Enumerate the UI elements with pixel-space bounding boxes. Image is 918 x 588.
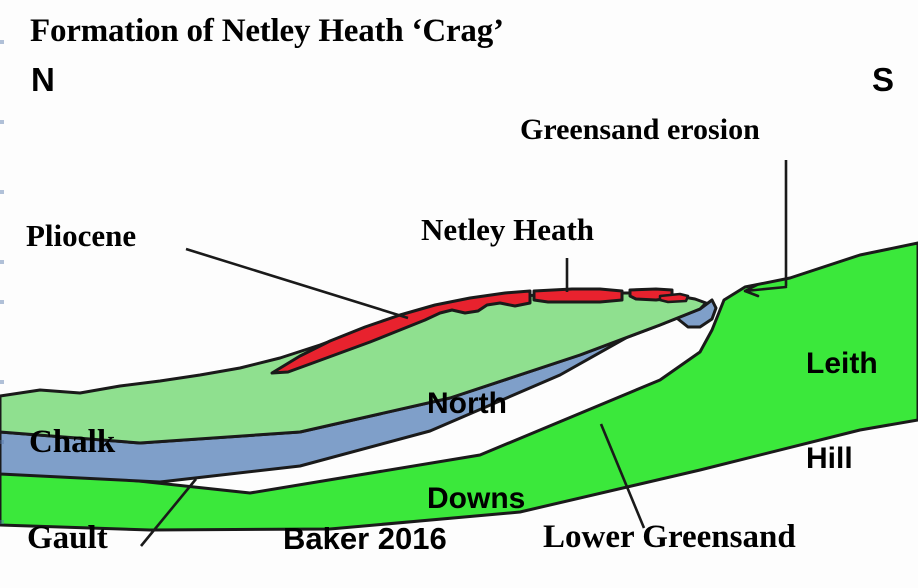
compass-south-label: S: [872, 61, 895, 98]
leader-line-gault: [139, 478, 198, 547]
label-leith-hill: Leith Hill: [806, 285, 878, 537]
label-gault: Gault: [27, 520, 108, 556]
leader-line-pliocene: [185, 247, 409, 320]
layer-pliocene-main: [270, 289, 532, 375]
label-greensand-erosion: Greensand erosion: [520, 113, 760, 146]
label-leith-hill-line2: Hill: [806, 441, 853, 475]
layer-pliocene-patch-3: [658, 292, 690, 304]
credit-label: Baker 2016: [283, 521, 447, 556]
page-title: Formation of Netley Heath ‘Crag’: [30, 13, 504, 49]
leader-line-lower-greensand: [599, 423, 646, 529]
page-edge-marks: [0, 40, 4, 524]
label-north-downs: North Downs: [427, 325, 525, 577]
layer-lower-greensand: [0, 241, 918, 532]
label-netley-heath: Netley Heath: [421, 212, 595, 247]
label-pliocene: Pliocene: [26, 218, 137, 253]
compass-north-label: N: [31, 61, 55, 98]
label-lower-greensand: Lower Greensand: [543, 519, 796, 555]
label-chalk: Chalk: [29, 424, 116, 460]
label-leith-hill-line1: Leith: [806, 347, 878, 380]
layer-pliocene-patch-1: [532, 287, 624, 304]
arrowhead-greensand-erosion: [743, 283, 788, 298]
label-north-downs-line1: North: [427, 387, 507, 420]
label-north-downs-line2: Downs: [427, 481, 526, 515]
